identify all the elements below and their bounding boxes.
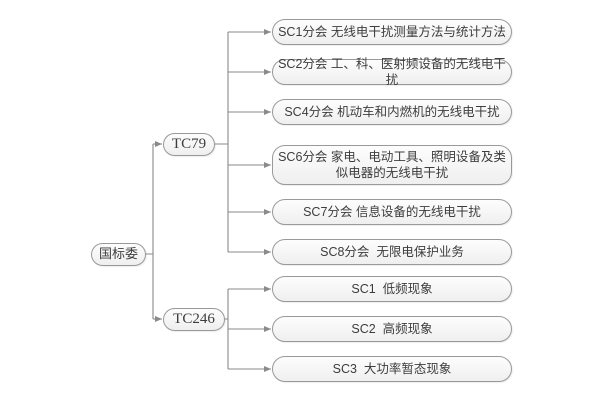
node-tc79-sc2: SC2分会 工、科、医射频设备的无线电干扰 bbox=[272, 57, 512, 87]
node-tc79-sc7: SC7分会 信息设备的无线电干扰 bbox=[272, 199, 512, 225]
node-tc79-sc1: SC1分会 无线电干扰测量方法与统计方法 bbox=[272, 19, 512, 45]
node-tc79-sc6: SC6分会 家电、电动工具、照明设备及类似电器的无线电干扰 bbox=[272, 145, 512, 185]
node-tc246-sc3: SC3 大功率暂态现象 bbox=[272, 356, 512, 382]
node-tc79: TC79 bbox=[163, 133, 215, 156]
node-tc246-sc2: SC2 高频现象 bbox=[272, 316, 512, 342]
node-root: 国标委 bbox=[91, 243, 146, 266]
node-tc79-sc8: SC8分会 无限电保护业务 bbox=[272, 239, 512, 265]
node-tc79-sc4: SC4分会 机动车和内燃机的无线电干扰 bbox=[272, 99, 512, 125]
node-tc246: TC246 bbox=[163, 308, 225, 331]
node-tc246-sc1: SC1 低频现象 bbox=[272, 276, 512, 302]
